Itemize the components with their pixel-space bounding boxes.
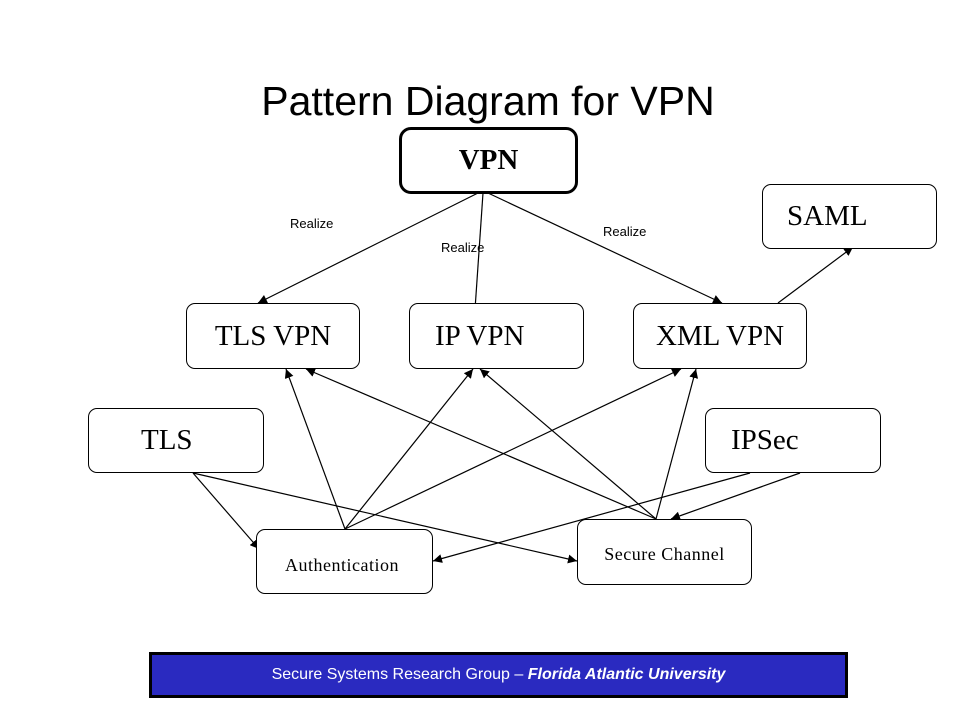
realize-link-xml-vpn — [487, 192, 723, 304]
tls-node: TLS — [88, 408, 264, 473]
secure-channel-node: Secure Channel — [577, 519, 752, 585]
ip-vpn-node: IP VPN — [409, 303, 584, 369]
link-ipsec-channel — [670, 472, 801, 521]
link-tls-channel — [192, 472, 578, 564]
link-channel-tls-vpn — [305, 368, 657, 520]
ipsec-node: IPSec — [705, 408, 881, 473]
link-auth-ip-vpn — [344, 368, 474, 530]
realize-label-middle: Realize — [441, 240, 485, 255]
link-tls-auth — [192, 472, 260, 550]
footer-university: Florida Atlantic University — [527, 666, 726, 683]
link-ipsec-auth — [432, 472, 751, 563]
realize-label-right: Realize — [603, 224, 647, 239]
link-auth-tls-vpn — [284, 368, 346, 530]
realize-label-left: Realize — [290, 216, 334, 231]
footer-group: Secure Systems Research Group – — [271, 666, 528, 683]
realize-link-tls-vpn — [257, 192, 479, 304]
authentication-node: Authentication — [256, 529, 433, 594]
footer-banner: Secure Systems Research Group – Florida … — [149, 652, 848, 698]
vpn-node: VPN — [399, 127, 578, 194]
page-title: Pattern Diagram for VPN — [261, 78, 715, 124]
xml-vpn-node: XML VPN — [633, 303, 807, 369]
link-channel-xml-vpn — [655, 368, 699, 520]
tls-vpn-node: TLS VPN — [186, 303, 360, 369]
saml-node: SAML — [762, 184, 937, 249]
link-xml-vpn-saml — [777, 246, 854, 304]
realize-link-ip-vpn — [470, 192, 484, 325]
link-auth-xml-vpn — [344, 368, 682, 530]
link-channel-ip-vpn — [479, 368, 657, 520]
